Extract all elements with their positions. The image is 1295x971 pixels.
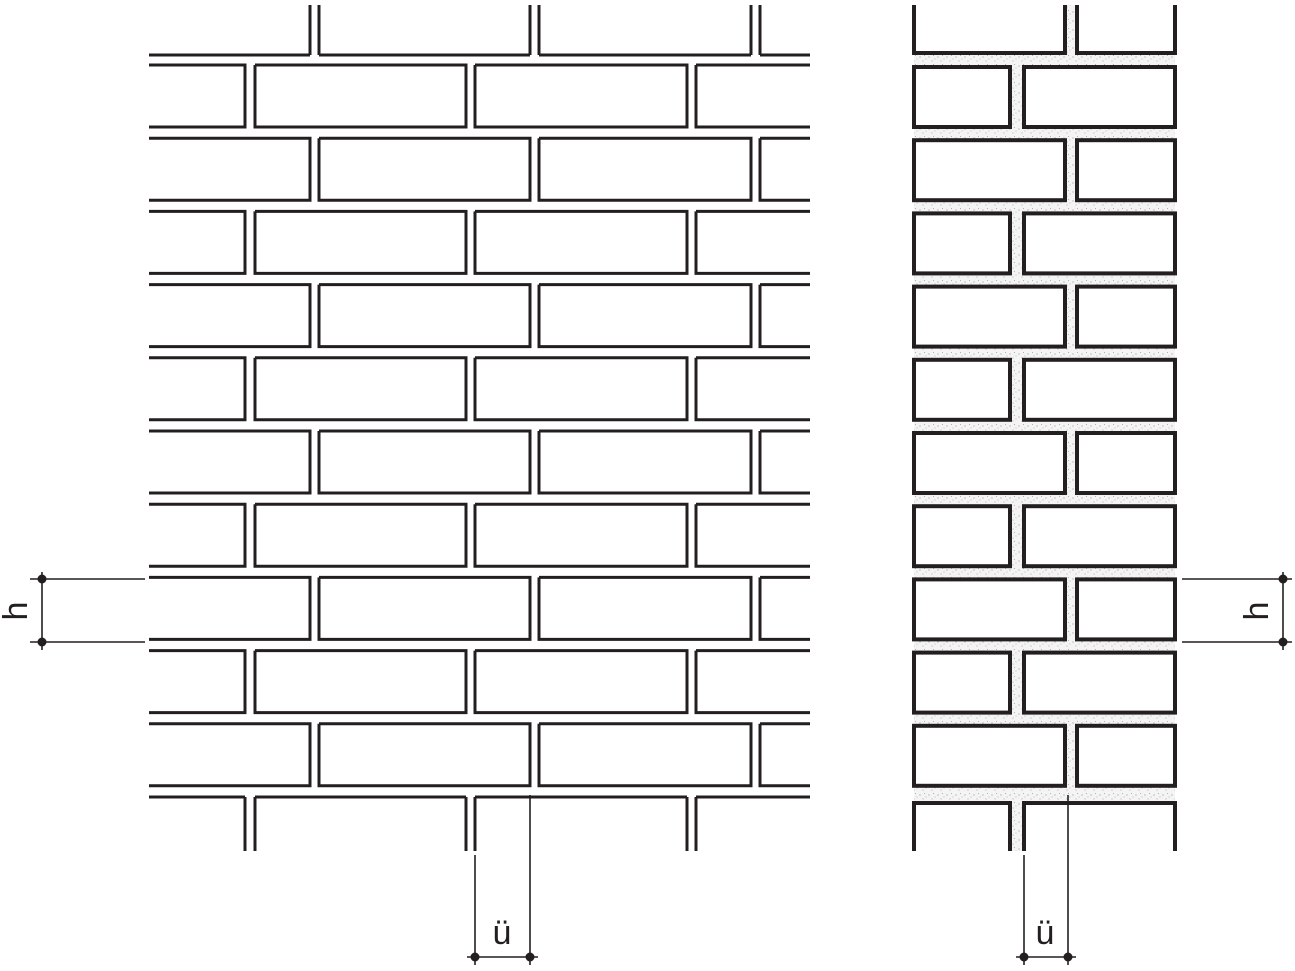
brick xyxy=(473,649,689,715)
brick xyxy=(253,63,468,129)
brick xyxy=(1075,577,1177,642)
brick xyxy=(1022,801,1177,851)
brick xyxy=(1075,138,1177,203)
right-wall xyxy=(912,5,1177,851)
brick xyxy=(317,283,532,349)
brick xyxy=(1022,504,1177,569)
brick xyxy=(149,283,312,349)
brick xyxy=(149,63,247,129)
brick xyxy=(537,429,753,495)
brick xyxy=(149,649,247,715)
left-height-label: h xyxy=(0,602,35,621)
brick xyxy=(253,649,468,715)
right-overlap-label: ü xyxy=(1036,914,1055,952)
brick xyxy=(473,502,689,568)
right-wall-bricks xyxy=(912,5,1177,851)
left-overlap-label: ü xyxy=(493,914,512,952)
top-partial-joint xyxy=(308,5,321,55)
brick xyxy=(758,575,810,641)
brick xyxy=(149,429,312,495)
brick xyxy=(912,211,1012,276)
brick xyxy=(537,136,753,202)
brick xyxy=(912,723,1067,788)
brick xyxy=(537,575,753,641)
top-partial-joint xyxy=(528,5,541,55)
left-wall xyxy=(149,5,810,851)
brick xyxy=(694,63,810,129)
brick xyxy=(912,801,1012,851)
brick xyxy=(1075,431,1177,495)
brick xyxy=(317,575,532,641)
brick xyxy=(912,138,1067,203)
brick xyxy=(317,136,532,202)
brick xyxy=(912,650,1012,715)
left-wall-joint-lines xyxy=(149,5,810,851)
brick xyxy=(758,136,810,202)
bottom-partial-joint xyxy=(685,797,698,851)
brick xyxy=(537,283,753,349)
dimension-dot xyxy=(1278,637,1288,647)
brick xyxy=(912,357,1012,422)
brick xyxy=(149,722,312,788)
right-height-label: h xyxy=(1238,602,1276,621)
brick xyxy=(1075,284,1177,349)
brick xyxy=(1075,723,1177,788)
brick xyxy=(758,429,810,495)
brick xyxy=(149,502,247,568)
brick xyxy=(317,429,532,495)
brick xyxy=(912,577,1067,642)
brick xyxy=(694,356,810,422)
brick xyxy=(149,209,247,275)
brick xyxy=(253,502,468,568)
brick xyxy=(253,356,468,422)
brick xyxy=(912,5,1067,55)
bottom-partial-joint xyxy=(243,797,257,851)
brick xyxy=(694,209,810,275)
top-partial-joint xyxy=(749,5,762,55)
dimension-dot xyxy=(1019,952,1029,962)
brick xyxy=(473,209,689,275)
brick xyxy=(912,431,1067,495)
brick xyxy=(537,722,753,788)
bottom-partial-joint xyxy=(464,797,477,851)
brick xyxy=(1075,5,1177,55)
brick xyxy=(912,504,1012,569)
brick xyxy=(1022,650,1177,715)
brick xyxy=(473,63,689,129)
brick xyxy=(758,283,810,349)
brick xyxy=(1022,357,1177,422)
dimension-dot xyxy=(525,952,535,962)
brick xyxy=(1022,211,1177,276)
dimension-dot xyxy=(37,574,47,584)
brick xyxy=(253,209,468,275)
dimension-dot xyxy=(1063,952,1073,962)
brick xyxy=(694,502,810,568)
brick xyxy=(758,722,810,788)
left-wall-bricks xyxy=(149,63,810,788)
brick xyxy=(149,356,247,422)
dimension-dot xyxy=(1278,574,1288,584)
brick xyxy=(694,649,810,715)
brick xyxy=(317,722,532,788)
dimension-dot xyxy=(37,637,47,647)
brick xyxy=(149,575,312,641)
dimension-dot xyxy=(470,952,480,962)
brick xyxy=(912,284,1067,349)
brick xyxy=(473,356,689,422)
dimension-lines xyxy=(30,572,1292,965)
brick xyxy=(1022,65,1177,129)
brick xyxy=(149,136,312,202)
brick xyxy=(912,65,1012,129)
